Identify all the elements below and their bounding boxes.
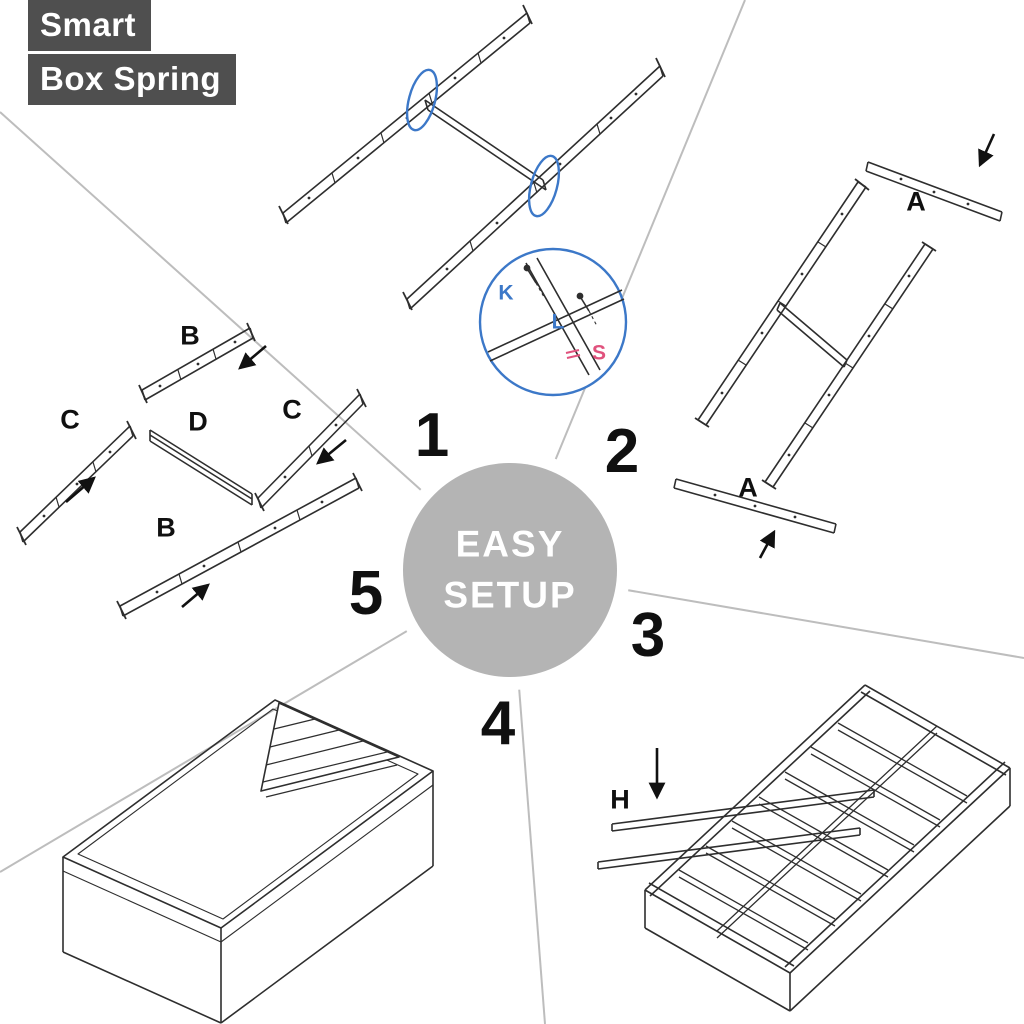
part-label-a-top: A <box>906 186 926 217</box>
part-label-b-top: B <box>180 320 200 351</box>
product-title: Smart Box Spring <box>28 0 237 108</box>
step-number-3: 3 <box>630 601 666 670</box>
step2-side-rails-drawing <box>673 133 1003 559</box>
screw-s-icon <box>565 349 581 359</box>
part-label-b-bottom: B <box>156 512 176 543</box>
easy-setup-badge-disc <box>390 450 630 690</box>
badge-line-2: SETUP <box>443 574 577 616</box>
step-number-5: 5 <box>348 559 384 628</box>
arrow-up-icon <box>758 529 776 559</box>
title-line-1: Smart <box>28 0 152 51</box>
arrow-down-left-icon <box>238 345 267 370</box>
part-label-s: S <box>591 341 607 365</box>
step1-frame-assembly-drawing <box>278 4 666 311</box>
arrow-down-left-icon <box>316 438 347 465</box>
arrow-up-right-icon <box>181 583 210 608</box>
joint-highlight-ellipses <box>405 68 561 218</box>
joint-highlight-ellipse <box>405 68 439 132</box>
part-label-k: K <box>498 281 514 305</box>
step5-parts-drawing <box>16 322 367 620</box>
hardware-detail-magnifier <box>478 247 628 397</box>
step-number-1: 1 <box>414 401 450 470</box>
part-label-c-right: C <box>282 394 302 425</box>
step3-slats-drawing <box>597 684 1011 1012</box>
screw-k-icon <box>523 264 545 298</box>
title-line-2: Box Spring <box>28 54 237 105</box>
screw-l-icon <box>576 292 598 327</box>
badge-line-1: EASY <box>455 523 565 565</box>
step-number-4: 4 <box>480 689 516 758</box>
part-label-a-bottom: A <box>738 472 758 503</box>
arrow-up-right-icon <box>65 476 96 503</box>
easy-setup-badge: EASY SETUP <box>443 515 576 626</box>
joint-highlight-ellipse <box>527 154 561 218</box>
part-label-c-left: C <box>60 404 80 435</box>
step-number-2: 2 <box>604 417 640 486</box>
part-label-l: L <box>551 310 565 334</box>
step4-cover-drawing <box>62 699 434 1024</box>
part-label-h: H <box>610 784 630 815</box>
part-label-d: D <box>188 406 208 437</box>
arrow-down-icon <box>978 133 996 168</box>
